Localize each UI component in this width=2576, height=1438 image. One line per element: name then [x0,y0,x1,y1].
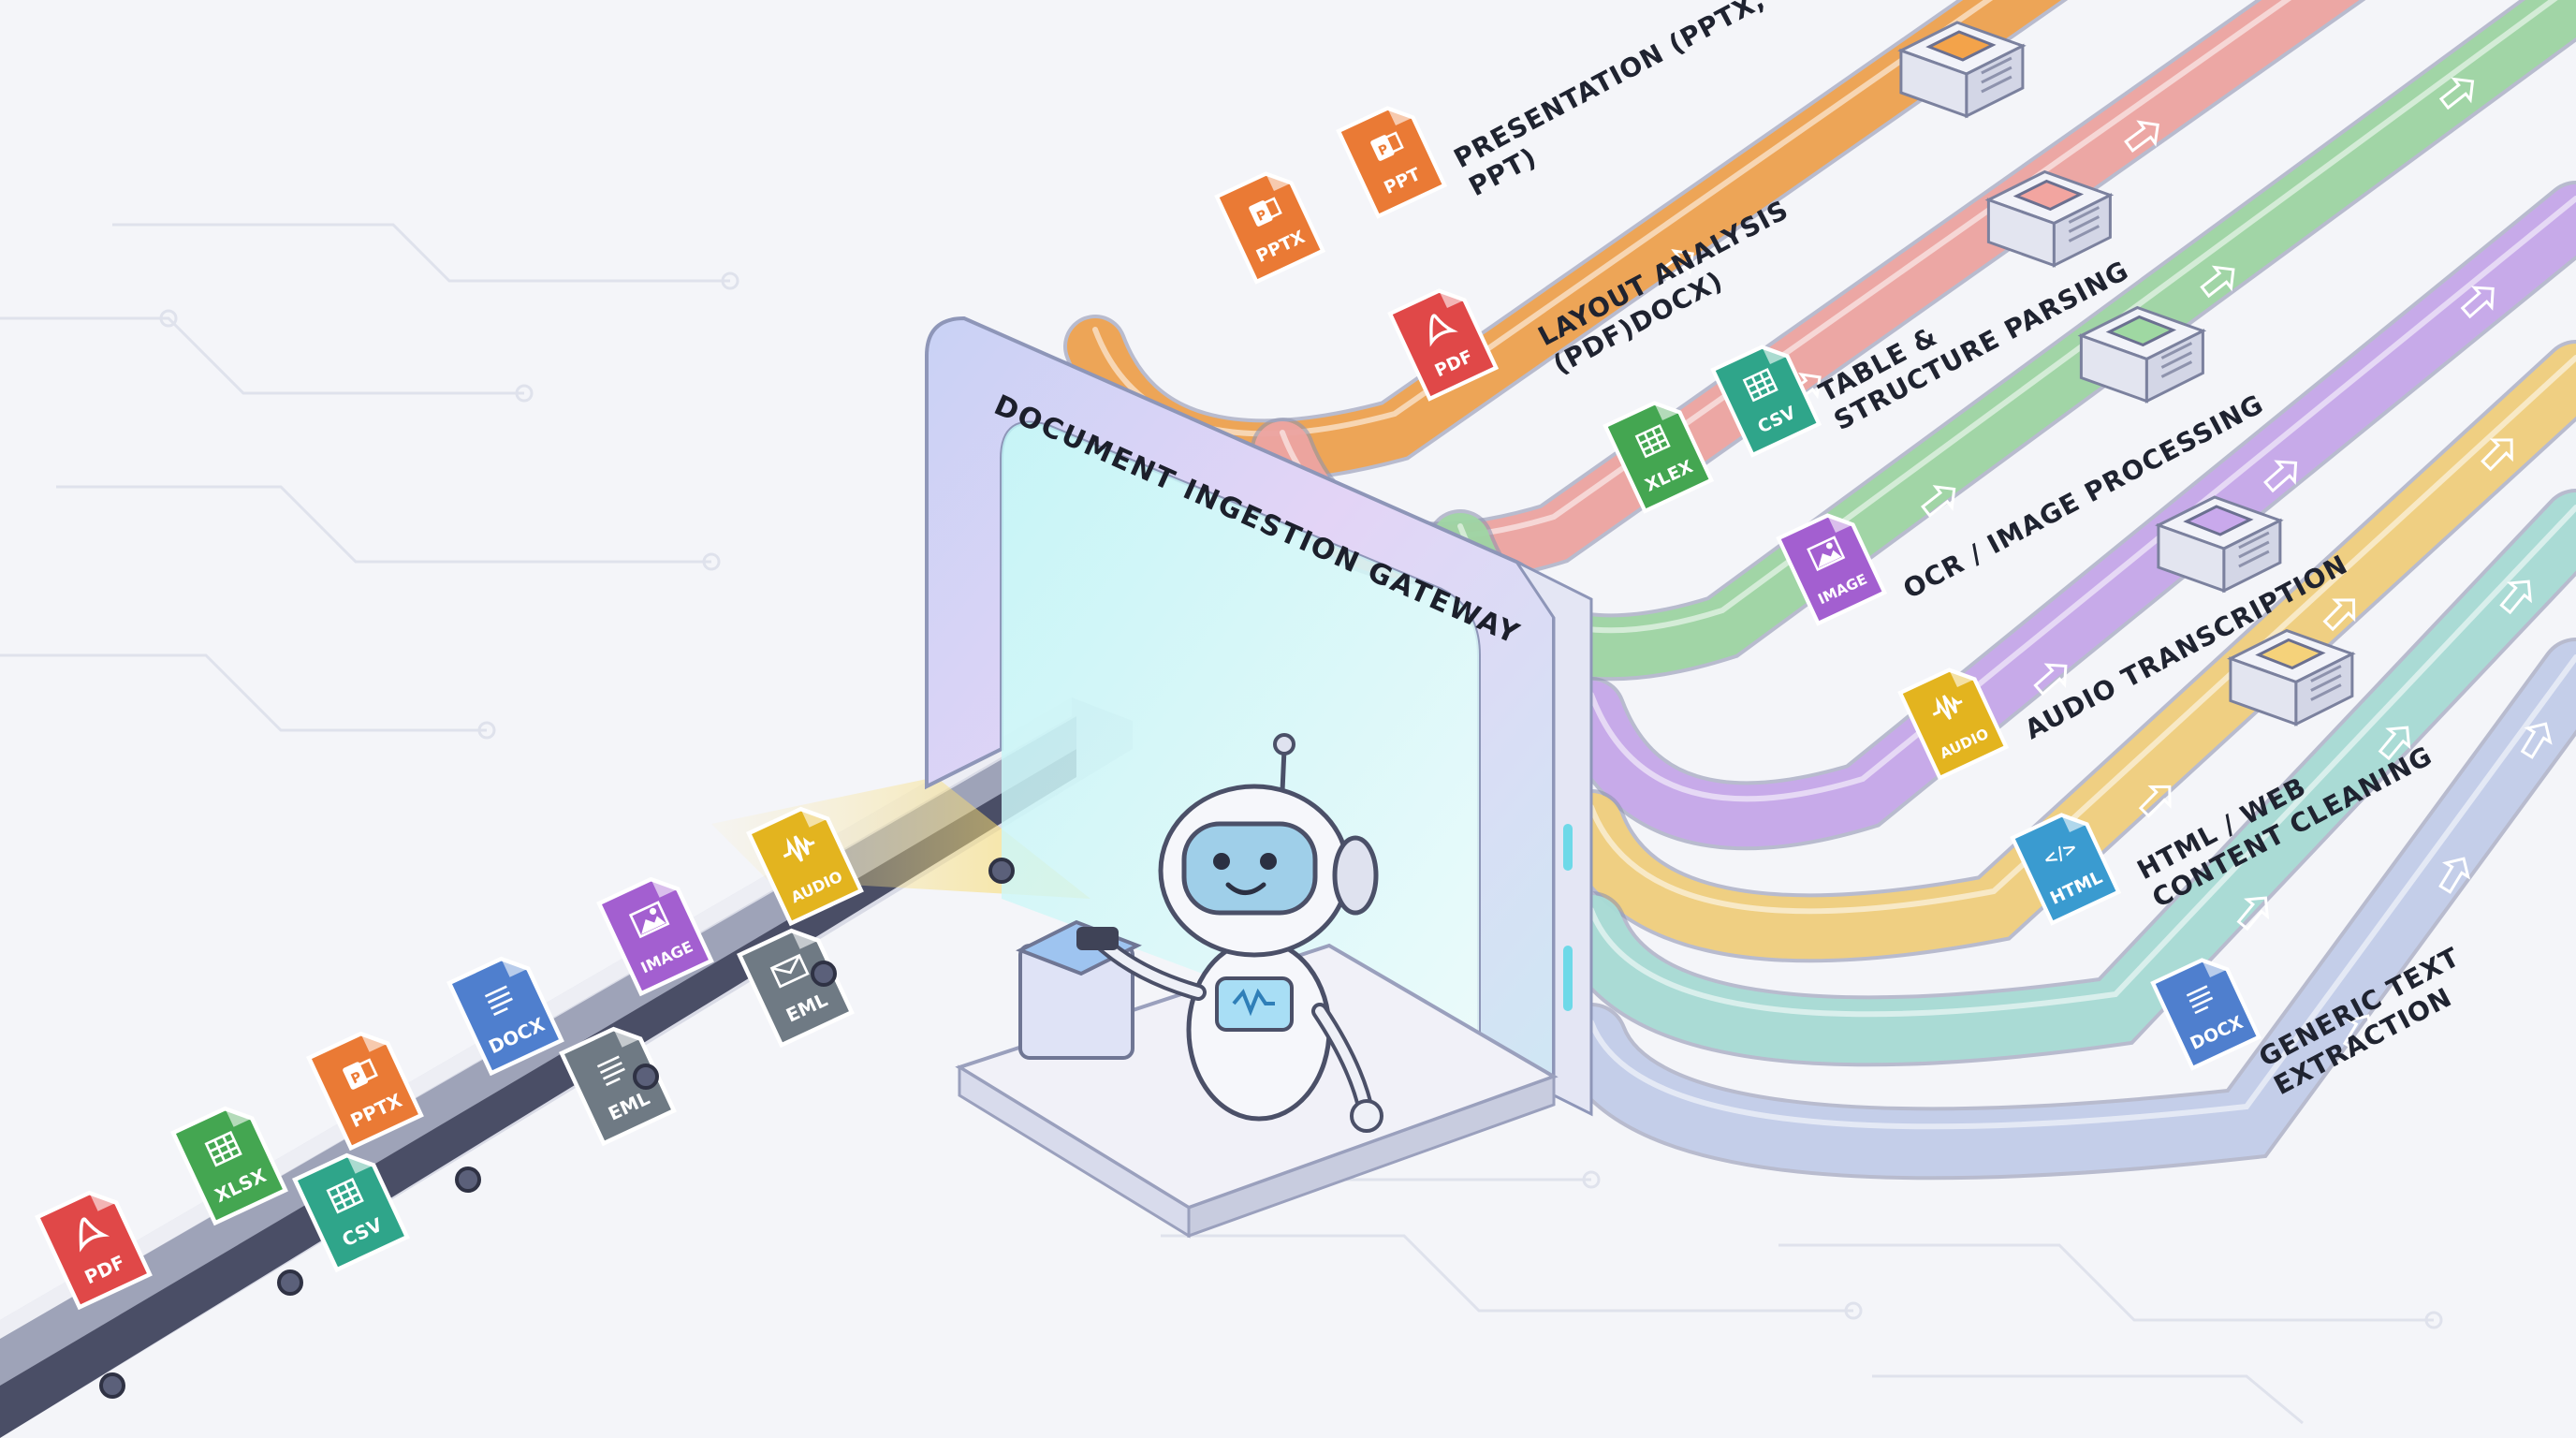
route-file-image: IMAGE [1776,513,1888,626]
flow-arrow-icon [2520,722,2553,759]
conveyor-file-xlsx: XLSX [170,1106,288,1226]
route-file-audio: AUDIO [1897,668,2010,781]
spreadsheet-grid-icon [204,1130,242,1167]
flow-arrow-icon [2263,460,2298,493]
conveyor-file-eml: EML [737,928,855,1049]
conveyor-file-image: IMAGE [596,876,714,997]
document-lines-icon [596,1055,625,1087]
belt-roller [811,961,837,987]
flow-arrow-icon [1921,485,1956,518]
route-label-line: PRESENTATION (PPTX, [1449,0,1770,174]
document-lines-icon [484,985,513,1017]
flow-arrow-icon [2124,120,2159,153]
flow-arrow-icon [2342,1014,2375,1051]
route-file-csv: CSV [1710,345,1822,458]
belt-roller [455,1167,481,1193]
processor-node [1984,169,2115,268]
document-lines-icon [2186,985,2214,1015]
flow-arrow-icon [2481,438,2513,472]
flow-arrow-icon [2322,598,2356,632]
belt-roller [277,1269,303,1296]
conveyor-file-eml: EML [559,1026,677,1147]
conveyor-file-audio: AUDIO [746,806,864,927]
flow-arrow-icon [2438,857,2471,894]
lane-audio [1557,340,2576,963]
spreadsheet-grid-icon [1634,423,1671,459]
lane-ocr [1557,181,2576,851]
flow-arrow-icon [2460,286,2495,319]
conveyor-file-pdf: PDF [35,1190,153,1311]
processor-node [2155,495,2284,594]
route-file-docx: DOCX [2150,958,2262,1071]
conveyor-file-docx: DOCX [446,956,564,1077]
belt-roller [988,858,1015,884]
belt-roller [633,1064,659,1090]
belt-roller [99,1372,125,1399]
processor-node [1897,21,2027,119]
route-file-xlex: XLEX [1603,401,1715,514]
route-file-html: </>HTML [2010,813,2122,926]
flow-arrow-icon [2138,785,2172,818]
image-icon [628,901,670,939]
flow-arrow-icon [2438,77,2475,110]
pdf-acrobat-icon [1429,314,1458,347]
processor-node [2077,305,2207,404]
robot-operator [955,733,1559,1239]
processor-node [2227,628,2356,726]
flow-arrow-icon [2200,265,2235,299]
flow-arrow-icon [2499,580,2532,615]
pdf-acrobat-icon [79,1217,110,1253]
flow-arrow-icon [2236,896,2270,932]
conveyor-file-csv: CSV [292,1152,410,1273]
flow-arrow-icon [2378,726,2411,761]
powerpoint-icon: P [343,1058,378,1090]
spreadsheet-grid-icon [1742,367,1778,403]
flow-arrow-icon [2033,663,2068,697]
powerpoint-icon: P [1370,131,1404,161]
flow-arrow-icon [1658,248,1694,282]
powerpoint-icon: P [1249,197,1282,227]
spreadsheet-grid-icon [326,1177,364,1214]
waveform-icon [1232,988,1275,1017]
audio-wave-icon [1932,695,1963,720]
route-file-pdf: PDF [1387,288,1500,402]
image-icon [1807,536,1846,572]
audio-wave-icon [783,835,815,862]
lane-generic [1555,638,2576,1181]
envelope-icon [769,953,810,989]
lane-html [1556,489,2576,1067]
